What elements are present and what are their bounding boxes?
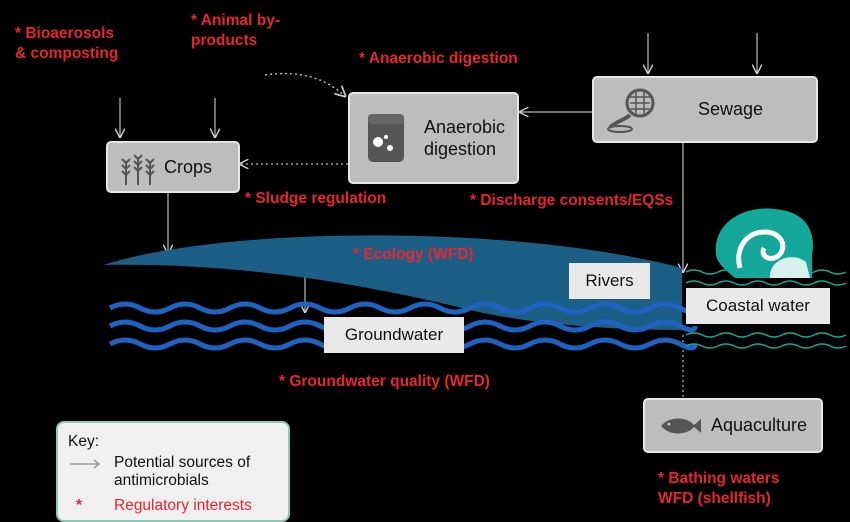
- key-title: Key:: [68, 433, 100, 450]
- wheat-icon: [121, 154, 155, 185]
- aquaculture-node: Aquaculture: [643, 398, 823, 453]
- coastal-water-label: Coastal water: [686, 288, 830, 324]
- reg-bioaerosols: * Bioaerosols & composting: [15, 25, 119, 62]
- fish-icon: [661, 418, 701, 433]
- reg-anaerobic-digestion: * Anaerobic digestion: [359, 50, 518, 67]
- anaerobic-digestion-node: Anaerobic digestion: [348, 92, 519, 184]
- aquaculture-label: Aquaculture: [711, 415, 808, 435]
- reg-animal-by-products: * Animal by- products: [191, 12, 280, 49]
- groundwater-label: Groundwater: [324, 317, 464, 353]
- reg-ecology: * Ecology (WFD): [353, 246, 474, 263]
- crops-label: Crops: [164, 156, 213, 177]
- sewage-label: Sewage: [698, 99, 764, 119]
- rivers-label: Rivers: [569, 263, 650, 299]
- sewage-node: Sewage: [592, 76, 818, 143]
- legend-key: Key: Potential sources of antimicrobials…: [56, 421, 290, 522]
- crops-node: Crops: [106, 141, 240, 193]
- reg-sludge-regulation: * Sludge regulation: [245, 190, 387, 207]
- reg-groundwater-quality: * Groundwater quality (WFD): [279, 373, 490, 390]
- wave-icon: [715, 208, 813, 278]
- key-arrow-label: Potential sources of antimicrobials: [114, 454, 251, 489]
- arrow-animal-to-ad: [264, 72, 345, 96]
- sewage-pipe-icon: [607, 88, 655, 133]
- digester-icon: [368, 114, 404, 162]
- reg-bathing-waters: * Bathing waters WFD (shellfish): [658, 470, 780, 507]
- reg-discharge-consents: * Discharge consents/EQSs: [470, 192, 674, 209]
- anaerobic-digestion-label: Anaerobic digestion: [424, 117, 506, 159]
- key-arrow-icon: [70, 459, 100, 469]
- key-asterisk: *: [76, 497, 83, 514]
- key-regulatory-label: Regulatory interests: [114, 497, 252, 514]
